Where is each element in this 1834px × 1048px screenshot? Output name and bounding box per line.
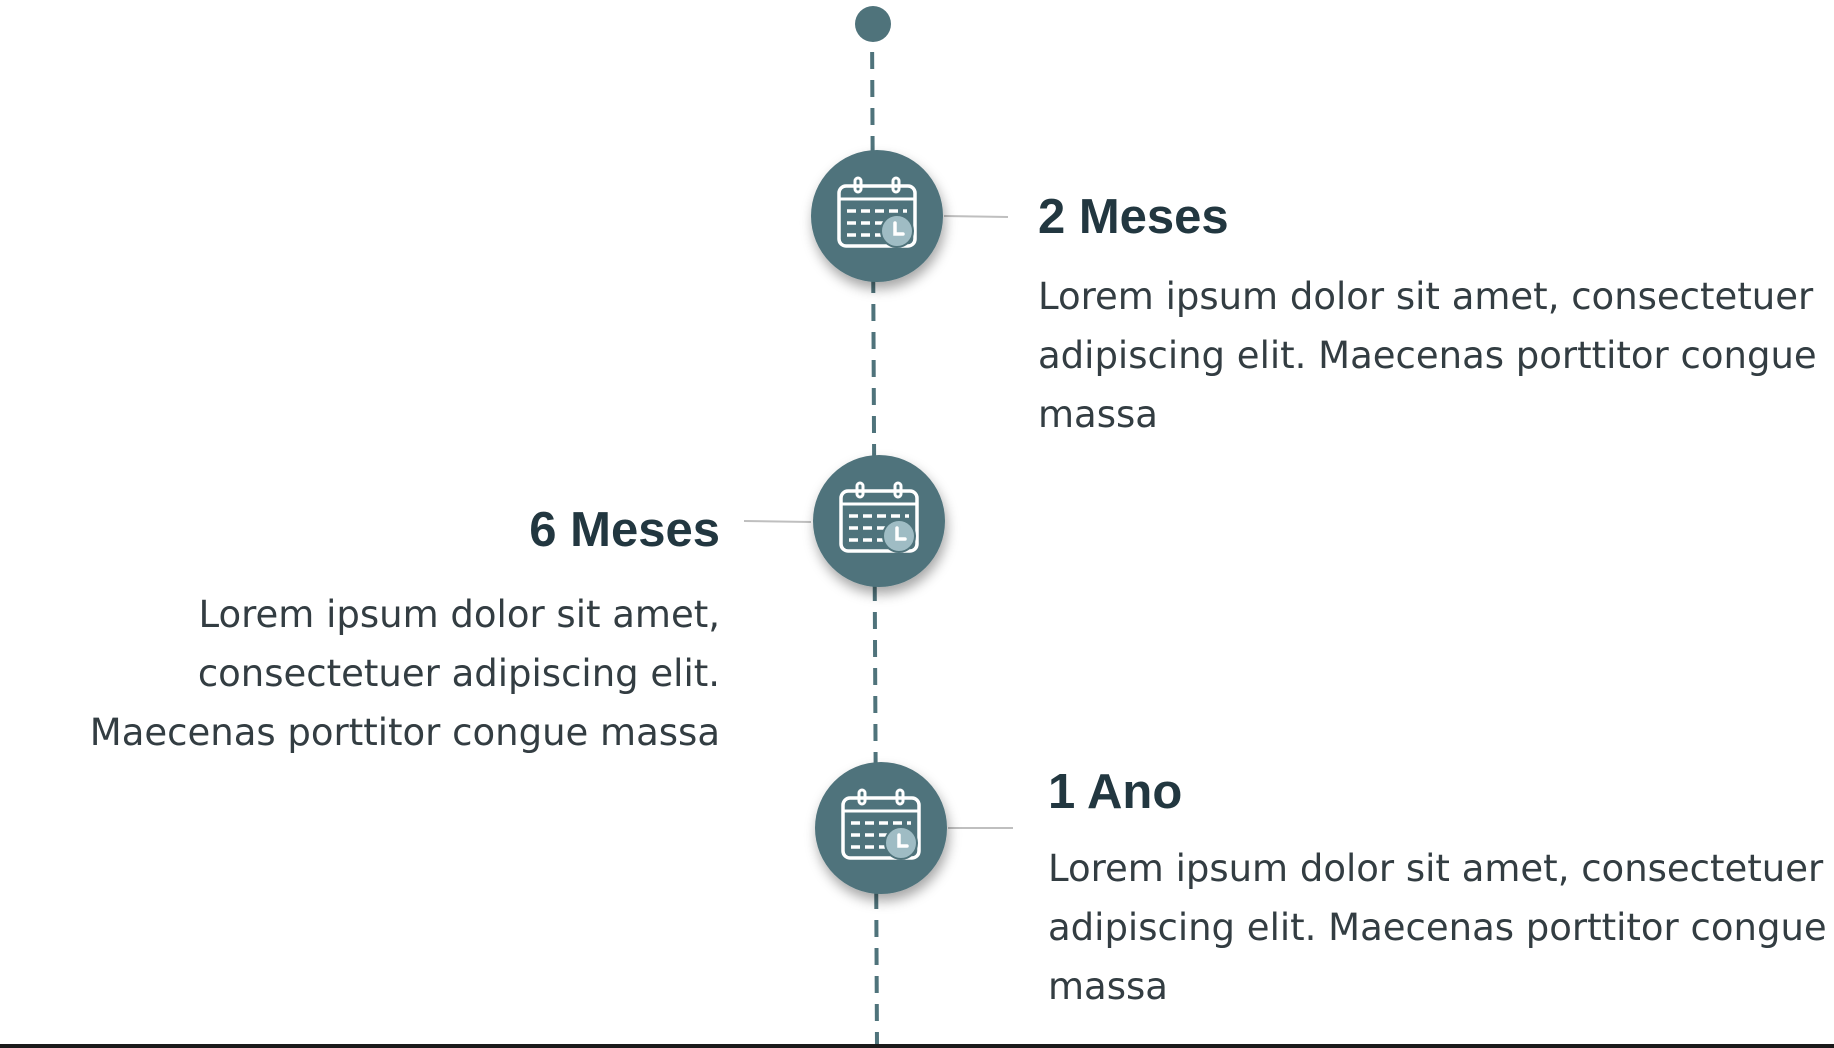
milestone-node-1-ano <box>815 762 947 894</box>
calendar-clock-icon <box>841 788 921 860</box>
milestone-node-2-meses <box>811 150 943 282</box>
connector-line-6-meses <box>743 520 812 523</box>
milestone-text-1-ano: Lorem ipsum dolor sit amet, consectetuer… <box>1048 847 1827 1008</box>
calendar-clock-icon <box>837 176 917 248</box>
bottom-border <box>0 1044 1834 1048</box>
milestone-title-2-meses: 2 Meses <box>1038 190 1229 244</box>
timeline-start-dot <box>855 6 891 42</box>
milestone-node-6-meses <box>813 455 945 587</box>
milestone-text-6-meses: Lorem ipsum dolor sit amet, consectetuer… <box>89 593 720 754</box>
connector-line-2-meses <box>943 215 1009 218</box>
calendar-clock-icon <box>839 481 919 553</box>
milestone-title-1-ano: 1 Ano <box>1048 765 1183 819</box>
milestone-title-6-meses: 6 Meses <box>529 503 720 557</box>
milestone-text-2-meses: Lorem ipsum dolor sit amet, consectetuer… <box>1038 275 1817 436</box>
